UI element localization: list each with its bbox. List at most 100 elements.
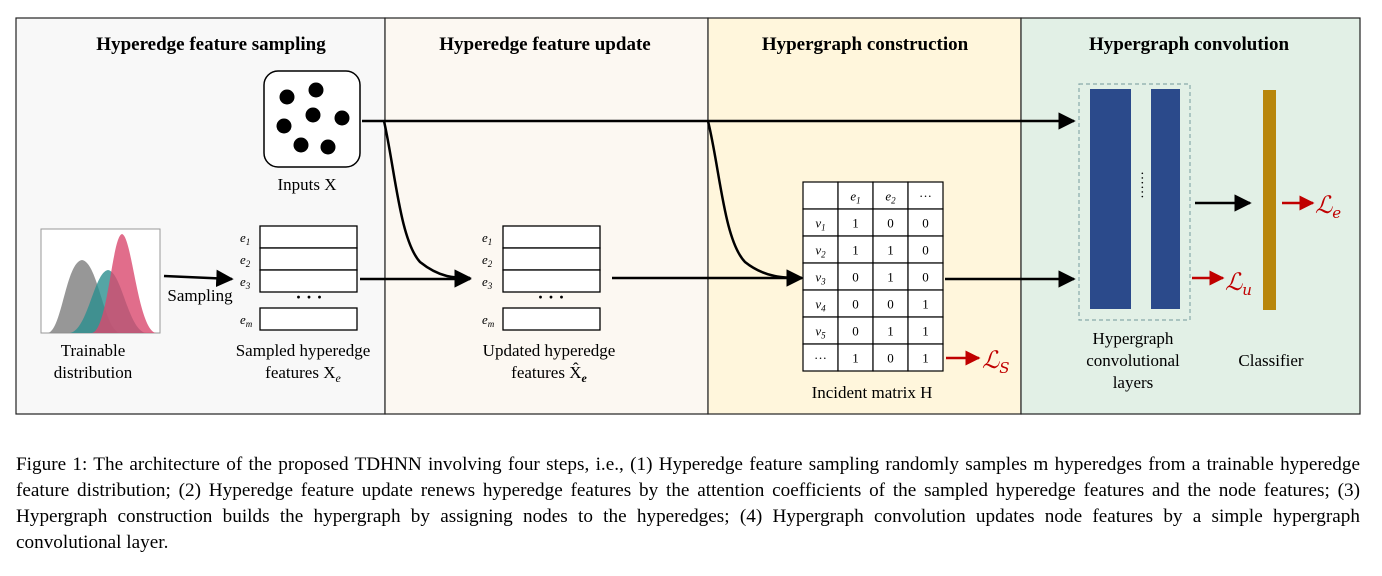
- matrix-row-label: v3: [815, 270, 826, 287]
- distribution-label-line1: Trainable: [61, 341, 126, 360]
- matrix-cell-value: 0: [922, 216, 929, 231]
- matrix-cell: [872, 262, 909, 291]
- matrix-cell: [872, 289, 909, 318]
- matrix-cell: [907, 343, 944, 372]
- input-node: [334, 110, 350, 126]
- updated-feature-row: [502, 225, 601, 249]
- updated-feature-row: [502, 269, 601, 293]
- updated-row-label-em: em: [482, 312, 495, 329]
- panel-update: [384, 17, 709, 415]
- sampled-features-label-line1: Sampled hyperedge: [236, 341, 371, 360]
- input-node: [279, 89, 295, 105]
- convolution-layer-2: [1151, 89, 1180, 309]
- updated-feature-ellipsis: · · ·: [537, 287, 564, 307]
- panel-convolution: [1020, 17, 1361, 415]
- sampled-row-label-em: em: [240, 312, 253, 329]
- panel-title-convolution: Hypergraph convolution: [1089, 34, 1289, 55]
- distribution-label-line2: distribution: [54, 363, 133, 382]
- sampled-row-label-e1: e1: [240, 230, 250, 247]
- matrix-cell-value: 1: [922, 297, 929, 312]
- loss-s-label: ℒS: [982, 346, 1010, 377]
- matrix-row-label: v4: [815, 297, 826, 314]
- matrix-cell-value: 0: [852, 324, 859, 339]
- matrix-cell-value: 0: [922, 270, 929, 285]
- sampling-arrow: [163, 269, 234, 288]
- matrix-row-label: v2: [815, 243, 826, 260]
- sampled-feature-row: [259, 269, 358, 293]
- updated-row-label-e3: e3: [482, 274, 493, 291]
- matrix-cell-value: 0: [887, 297, 894, 312]
- updated-features-label-line1: Updated hyperedge: [483, 341, 616, 360]
- updated-row-label-e2: e2: [482, 252, 493, 269]
- matrix-col-header: e2: [885, 189, 896, 206]
- convolution-layers-frame: [1078, 83, 1191, 321]
- input-node: [308, 82, 324, 98]
- matrix-cell-value: 1: [852, 216, 859, 231]
- sampled-features-stack: [259, 225, 358, 331]
- matrix-cell-value: 0: [887, 351, 894, 366]
- matrix-cell: [802, 235, 839, 264]
- matrix-row-label: v5: [815, 324, 826, 341]
- matrix-row-label: v1: [815, 216, 825, 233]
- sampled-feature-row: [259, 307, 358, 331]
- distribution-curve-pink: [92, 234, 156, 333]
- input-node: [305, 107, 321, 123]
- figure-caption: Figure 1: The architecture of the propos…: [16, 454, 1360, 553]
- sampling-arrow-label: Sampling: [167, 286, 233, 305]
- input-node: [276, 118, 292, 134]
- updated-row-label-e1: e1: [482, 230, 492, 247]
- panel-title-construction: Hypergraph construction: [762, 34, 969, 55]
- convolution-layers-label-line3: layers: [1113, 373, 1154, 392]
- convolution-layer-1: [1090, 89, 1131, 309]
- matrix-row-label: ···: [814, 351, 827, 366]
- inputs-label: Inputs X: [277, 175, 336, 194]
- updated-features-stack: [502, 225, 601, 331]
- distribution-plot: [40, 228, 161, 334]
- sampled-row-label-e2: e2: [240, 252, 251, 269]
- matrix-cell: [907, 289, 944, 318]
- matrix-cell: [907, 235, 944, 264]
- convolution-layers-label-line1: Hypergraph: [1093, 329, 1174, 348]
- matrix-cell-value: 1: [887, 270, 894, 285]
- matrix-cell: [907, 262, 944, 291]
- matrix-cell-value: 1: [852, 351, 859, 366]
- updated-feature-row: [502, 247, 601, 271]
- matrix-cell: [907, 181, 944, 210]
- matrix-cell-value: 1: [887, 324, 894, 339]
- sampled-row-label-e3: e3: [240, 274, 251, 291]
- input-node-dots: [276, 82, 350, 155]
- updated-feature-row: [502, 307, 601, 331]
- matrix-cell-value: 1: [922, 324, 929, 339]
- loss-u-label: ℒu: [1225, 268, 1252, 299]
- matrix-cell: [802, 181, 839, 210]
- updated-features-label-line2: features X̂e: [511, 363, 587, 385]
- matrix-cell: [837, 208, 874, 237]
- classifier-label: Classifier: [1238, 351, 1303, 370]
- matrix-cell-value: 0: [852, 270, 859, 285]
- convolution-layer-ellipsis: ······: [1134, 171, 1149, 199]
- sampled-features-label-line2: features Xe: [265, 363, 341, 385]
- matrix-col-header: e1: [850, 189, 860, 206]
- matrix-cell: [907, 316, 944, 345]
- matrix-cell-value: 0: [887, 216, 894, 231]
- incident-matrix-label: Incident matrix H: [812, 383, 933, 402]
- sampled-feature-row: [259, 225, 358, 249]
- matrix-cell-value: 0: [852, 297, 859, 312]
- input-node: [320, 139, 336, 155]
- architecture-diagram: Hyperedge feature sampling Hyperedge fea…: [15, 17, 1361, 415]
- matrix-col-header: ···: [919, 189, 932, 204]
- classifier-bar: [1263, 90, 1276, 310]
- arrow-inputs-to-update-curve: [382, 120, 472, 287]
- matrix-cell: [802, 208, 839, 237]
- matrix-cell-value: 1: [922, 351, 929, 366]
- matrix-cell-value: 1: [887, 243, 894, 258]
- sampled-feature-ellipsis: · · ·: [295, 287, 322, 307]
- input-node: [293, 137, 309, 153]
- panel-title-sampling: Hyperedge feature sampling: [96, 34, 326, 55]
- convolution-layers-label-line2: convolutional: [1086, 351, 1180, 370]
- matrix-cell-value: 1: [852, 243, 859, 258]
- loss-e-label: ℒe: [1315, 191, 1341, 222]
- sampled-feature-row: [259, 247, 358, 271]
- matrix-cell-value: 0: [922, 243, 929, 258]
- matrix-cell: [872, 235, 909, 264]
